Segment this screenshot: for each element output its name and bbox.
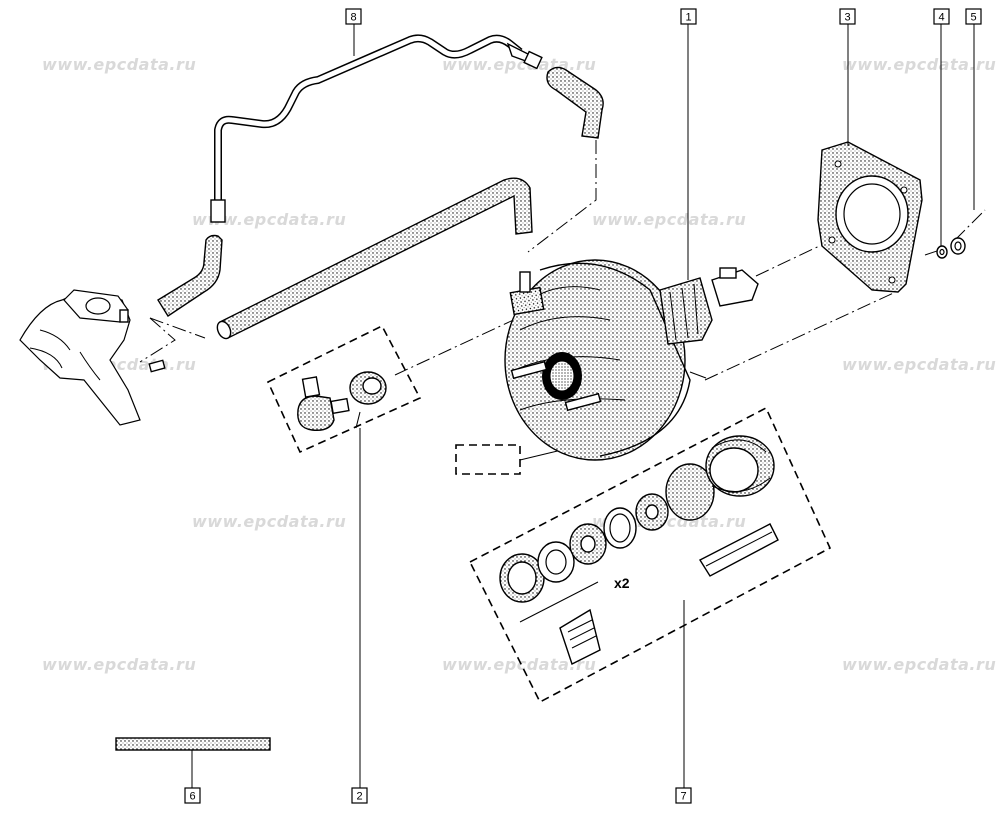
callout-2: 2: [351, 787, 368, 804]
leader-lines: [191, 24, 975, 788]
watermark: www.epcdata.ru: [42, 655, 196, 674]
washer: [936, 245, 948, 259]
check-valve-group: [266, 324, 422, 454]
hose-upper-right: [546, 66, 604, 139]
callout-number: 3: [844, 12, 850, 24]
watermark: www.epcdata.ru: [842, 55, 996, 74]
callout-4: 4: [933, 8, 950, 25]
callout-number: 7: [680, 791, 686, 803]
watermark: www.epcdata.ru: [842, 655, 996, 674]
callout-6: 6: [184, 787, 201, 804]
callout-1: 1: [680, 8, 697, 25]
callout-number: 5: [970, 12, 976, 24]
callout-3: 3: [839, 8, 856, 25]
callout-7: 7: [675, 787, 692, 804]
watermark: www.epcdata.ru: [442, 655, 596, 674]
quantity-label: x2: [614, 575, 630, 591]
brake-servo: [504, 259, 759, 461]
engine-manifold: [19, 289, 166, 426]
assembly-lines: [139, 140, 986, 381]
vacuum-pipe: [210, 34, 543, 223]
callout-number: 6: [189, 791, 195, 803]
callout-number: 1: [685, 12, 691, 24]
watermark: www.epcdata.ru: [192, 512, 346, 531]
watermark: www.epcdata.ru: [592, 210, 746, 229]
callout-number: 2: [356, 791, 362, 803]
watermark: www.epcdata.ru: [192, 210, 346, 229]
callout-8: 8: [345, 8, 362, 25]
dashed-label-box: [455, 444, 521, 475]
watermark: www.epcdata.ru: [842, 355, 996, 374]
repair-kit-group: x2: [468, 406, 832, 704]
callout-number: 8: [350, 12, 356, 24]
sealing-strip: [115, 737, 271, 751]
nut: [950, 237, 966, 255]
callout-5: 5: [965, 8, 982, 25]
gasket-plate: [817, 141, 923, 293]
hose-left-bent: [157, 234, 223, 317]
callout-number: 4: [938, 12, 944, 24]
watermark: www.epcdata.ru: [42, 55, 196, 74]
long-hose: [216, 177, 533, 340]
